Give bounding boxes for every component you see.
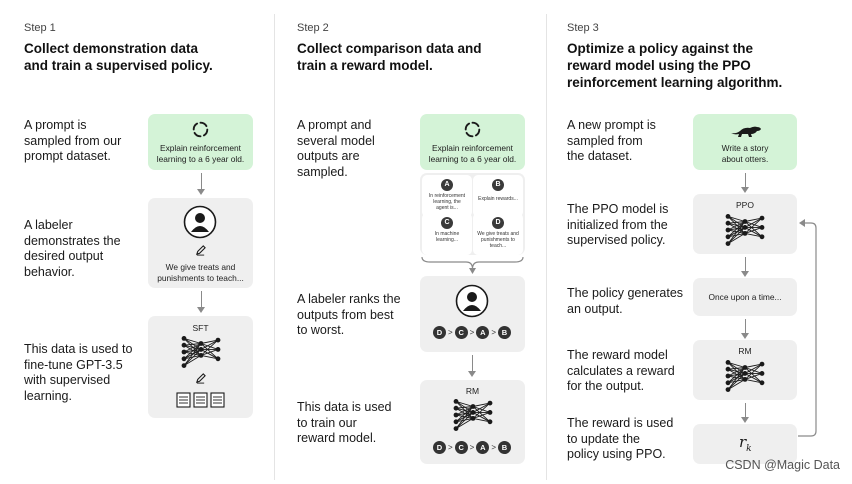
output-letter-badge: A	[441, 179, 453, 191]
step-title: Collect comparison data and train a rewa…	[297, 41, 482, 73]
ranking-box: D> C> A> B	[420, 276, 525, 352]
column-divider-2	[546, 14, 547, 480]
rm-label: RM	[738, 346, 752, 356]
output-text: Explain rewards...	[478, 196, 518, 202]
ranking-order: D> C> A> B	[433, 441, 512, 454]
step-1-column: Step 1 Collect demonstration data and tr…	[0, 0, 274, 484]
document-icon	[176, 392, 191, 408]
rank-badge: D	[433, 326, 446, 339]
reward-model-box: RM	[693, 340, 797, 400]
flow-arrow	[741, 173, 749, 193]
watermark: CSDN @Magic Data	[725, 458, 840, 472]
document-icon	[210, 392, 225, 408]
ranking-order: D> C> A> B	[433, 326, 512, 339]
otter-icon	[731, 126, 761, 137]
rank-badge: B	[498, 441, 512, 454]
step-title: Collect demonstration data and train a s…	[24, 41, 213, 73]
sft-model-box: SFT	[148, 316, 253, 418]
reward-symbol: rk	[739, 433, 752, 454]
rank-badge: C	[454, 326, 468, 339]
neural-network-icon	[725, 360, 765, 392]
rank-badge: B	[498, 326, 512, 339]
person-icon	[455, 284, 489, 318]
model-label: SFT	[192, 323, 209, 333]
output-letter-badge: B	[492, 179, 504, 191]
column-divider-1	[274, 14, 275, 480]
step-title: Optimize a policy against the reward mod…	[567, 41, 783, 90]
document-icon	[193, 392, 208, 408]
step-2-column: Step 2 Collect comparison data and train…	[274, 0, 546, 484]
output-text: Once upon a time...	[708, 292, 782, 302]
step-label: Step 3	[567, 22, 599, 34]
neural-network-icon	[181, 336, 221, 368]
flow-arrow	[741, 403, 749, 423]
ppo-label: PPO	[736, 200, 754, 210]
model-label: RM	[465, 386, 480, 396]
rank-badge: A	[476, 441, 490, 454]
rank-badge: C	[454, 441, 468, 454]
output-card-b: B Explain rewards...	[473, 175, 523, 217]
output-letter-badge: D	[492, 217, 504, 229]
bracket-connector	[421, 256, 524, 274]
rank-badge: D	[433, 441, 446, 454]
reward-model-box: RM D> C> A> B	[420, 380, 525, 464]
pencil-icon	[195, 245, 206, 256]
neural-network-icon	[725, 214, 765, 246]
flow-arrow	[197, 173, 205, 195]
flow-arrow	[741, 319, 749, 339]
flow-arrow	[468, 355, 476, 377]
ppo-model-box: PPO	[693, 194, 797, 254]
output-letter-badge: C	[441, 217, 453, 229]
feedback-loop-arrow	[798, 219, 817, 437]
documents-group	[176, 392, 225, 408]
step-label: Step 1	[24, 22, 56, 34]
person-icon	[183, 205, 217, 239]
flow-arrow	[741, 257, 749, 277]
refresh-icon	[464, 121, 481, 138]
neural-network-icon	[453, 399, 493, 431]
step-label: Step 2	[297, 22, 329, 34]
output-box: Once upon a time...	[693, 278, 797, 316]
pencil-icon	[195, 373, 206, 384]
step-3-column: Step 3 Optimize a policy against the rew…	[546, 0, 852, 484]
rank-badge: A	[476, 326, 490, 339]
refresh-icon	[192, 121, 209, 138]
reward-value-box: rk	[693, 424, 797, 464]
flow-arrow	[197, 291, 205, 313]
